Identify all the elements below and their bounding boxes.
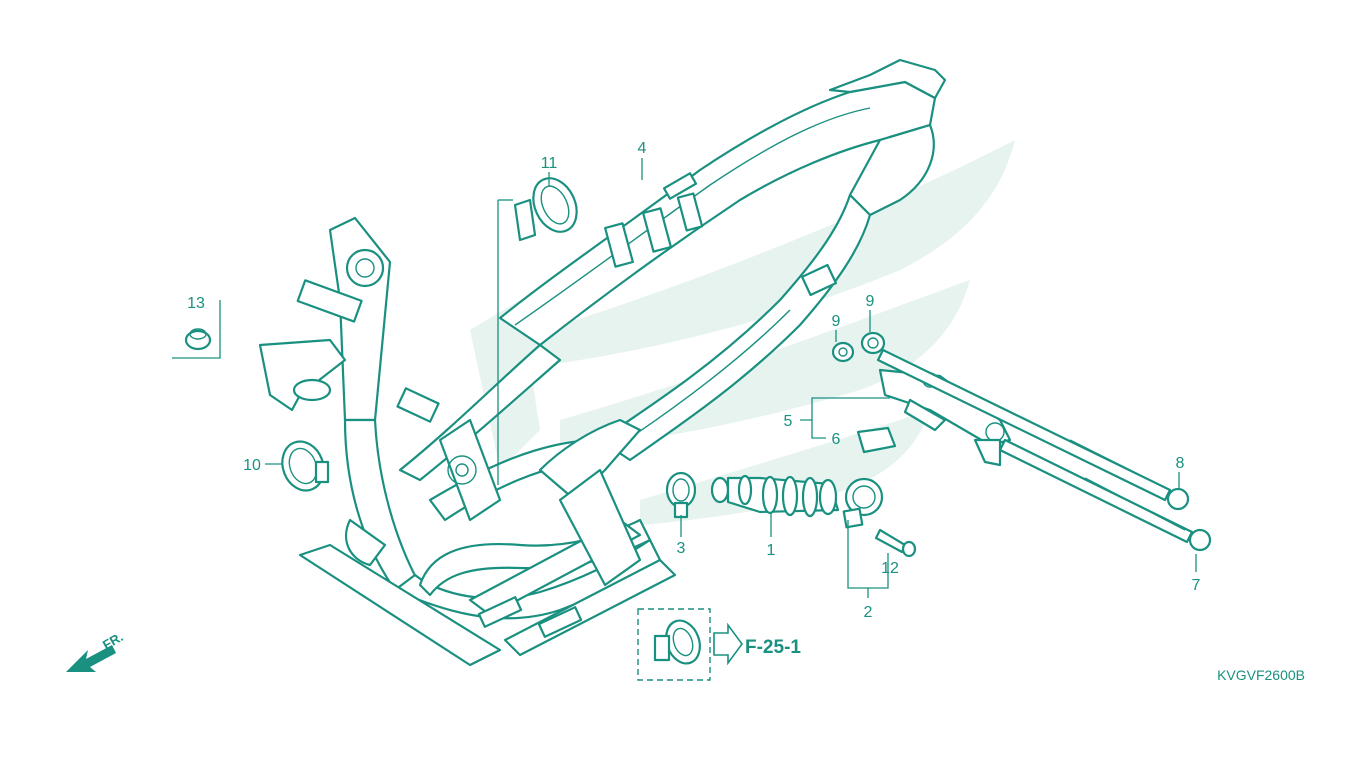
callout-1: 1 <box>767 542 776 559</box>
part-8-bolt[interactable] <box>876 348 1190 511</box>
callout-3: 3 <box>677 540 686 557</box>
callout-2: 2 <box>864 604 873 621</box>
part-10-band[interactable] <box>276 436 331 497</box>
part-1-boot[interactable] <box>710 474 840 518</box>
drawing-code: KVGVF2600B <box>1217 667 1305 683</box>
callout-5: 5 <box>784 413 793 430</box>
part-9-collar-b[interactable] <box>860 331 886 355</box>
callout-10: 10 <box>243 457 261 474</box>
front-direction-label: FR. <box>100 629 126 652</box>
callout-4: 4 <box>638 140 647 157</box>
callout-12: 12 <box>881 560 899 577</box>
callout-6: 6 <box>832 431 841 448</box>
callout-8: 8 <box>1176 455 1185 472</box>
callout-13: 13 <box>187 295 205 312</box>
part-7-bolt[interactable] <box>998 438 1212 552</box>
frame-body <box>258 58 947 667</box>
callout-7: 7 <box>1192 577 1201 594</box>
reference-label[interactable]: F-25-1 <box>745 637 801 658</box>
callout-11: 11 <box>541 155 558 172</box>
front-direction-arrow-icon <box>66 645 116 672</box>
part-13-grommet[interactable] <box>184 328 212 351</box>
part-11-band[interactable] <box>525 171 585 239</box>
part-12-screw[interactable] <box>874 528 917 558</box>
part-6-rubber[interactable] <box>856 426 897 454</box>
reference-clamp-box <box>637 608 711 681</box>
leader-lines <box>172 158 1197 598</box>
callout-9a: 9 <box>832 313 841 330</box>
callout-9b: 9 <box>866 293 875 310</box>
reference-arrow-icon <box>713 622 743 666</box>
part-3-clamp[interactable] <box>665 471 697 519</box>
part-2-clamp[interactable] <box>842 477 884 529</box>
part-9-collar-a[interactable] <box>831 341 855 363</box>
